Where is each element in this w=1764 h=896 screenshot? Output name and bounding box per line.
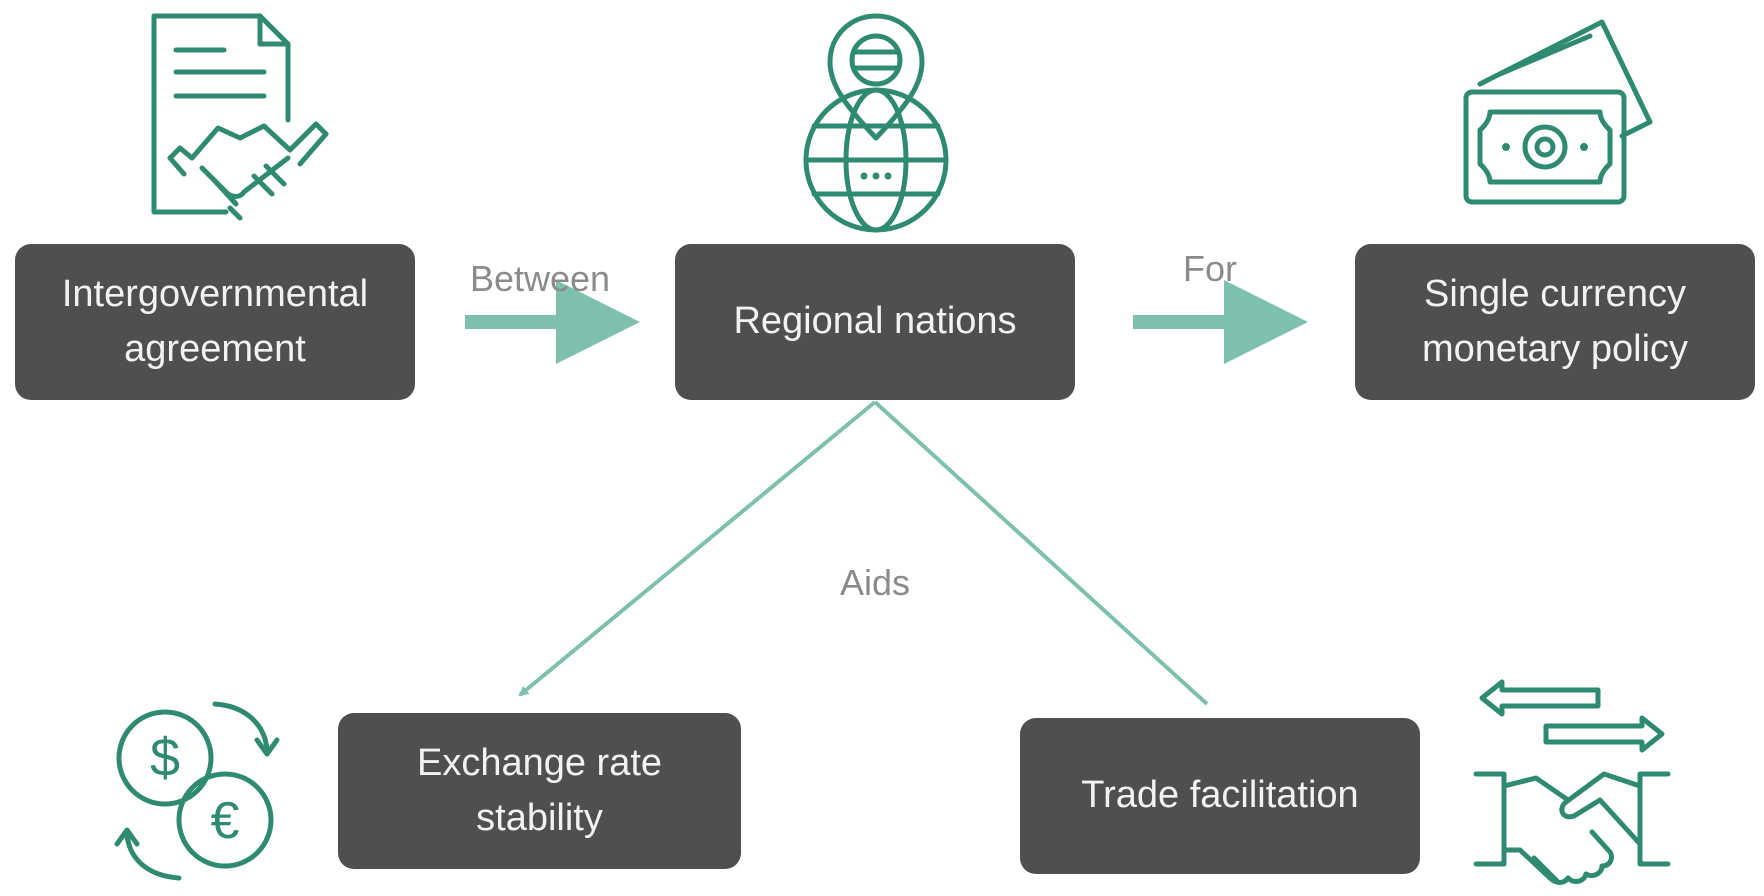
globe-location-icon — [800, 8, 952, 236]
aids-arrow-exchange — [518, 400, 877, 697]
node-single-currency: Single currency monetary policy — [1355, 244, 1755, 400]
edge-label-between: Between — [469, 258, 611, 299]
edge-label-aids: Aids — [839, 562, 911, 603]
node-trade-facilitation: Trade facilitation — [1020, 718, 1420, 874]
node-label: Regional nations — [733, 300, 1017, 343]
node-label: Intergovernmental agreement — [61, 272, 369, 370]
edge-label-for: For — [1183, 248, 1237, 289]
node-label: Exchange rate stability — [416, 741, 663, 839]
aids-line-trade — [873, 400, 1209, 706]
node-label: Trade facilitation — [1081, 774, 1359, 817]
node-label: Single currency monetary policy — [1421, 272, 1689, 370]
node-regional-nations: Regional nations — [675, 244, 1075, 400]
svg-text:$: $ — [150, 728, 180, 788]
contract-handshake-icon — [140, 8, 330, 240]
node-exchange-rate-stability: Exchange rate stability — [338, 713, 741, 869]
banknotes-icon — [1460, 14, 1660, 214]
currency-exchange-icon: $ € — [114, 696, 295, 886]
svg-text:€: € — [211, 792, 240, 850]
node-intergovernmental-agreement: Intergovernmental agreement — [15, 244, 415, 400]
trade-handshake-arrows-icon — [1472, 674, 1672, 894]
